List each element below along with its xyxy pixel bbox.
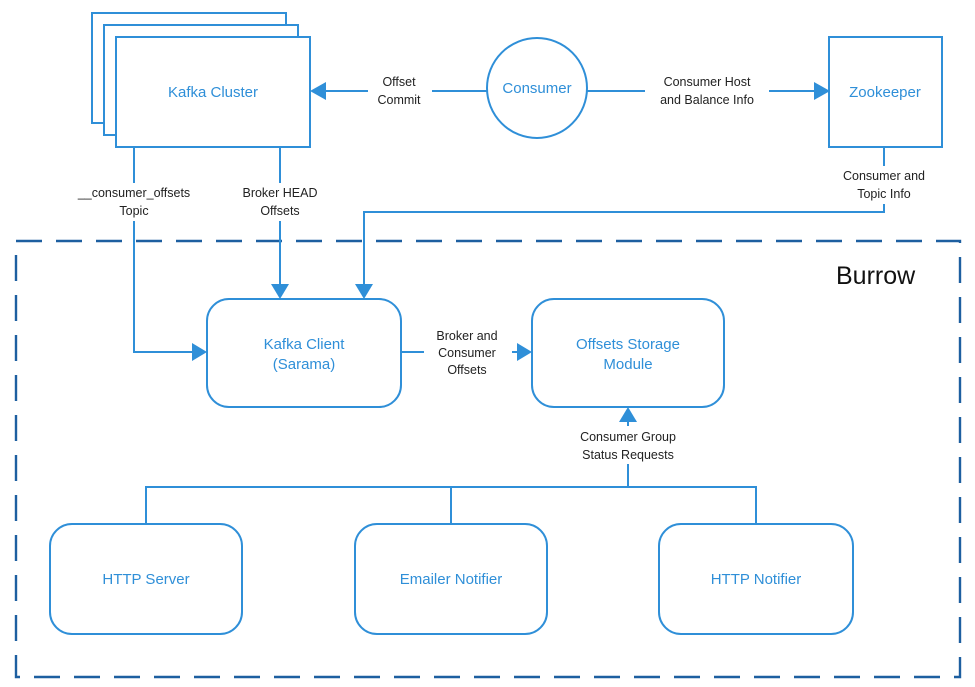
arrowhead-right-icon [192, 343, 207, 361]
arrowhead-left-icon [310, 82, 326, 100]
edge-consumer-offsets-topic: __consumer_offsets Topic [62, 147, 208, 361]
offset-commit-label-2: Commit [377, 93, 421, 107]
kafka-cluster-node: Kafka Cluster [91, 12, 311, 148]
consumer-offsets-label-1: __consumer_offsets [77, 186, 190, 200]
arrowhead-up-icon [619, 407, 637, 422]
consumer-host-label-1: Consumer Host [664, 75, 751, 89]
consumer-offsets-label-2: Topic [119, 204, 148, 218]
http-server-label: HTTP Server [102, 571, 189, 588]
edge-consumer-group-status: Consumer Group Status Requests [145, 407, 757, 524]
emailer-notifier-node: Emailer Notifier [354, 523, 548, 635]
consumer-topic-label-2: Topic Info [857, 187, 911, 201]
http-server-node: HTTP Server [49, 523, 243, 635]
zookeeper-node: Zookeeper [828, 36, 943, 148]
broker-consumer-label-1: Broker and [436, 329, 497, 343]
offset-commit-label-1: Offset [382, 75, 416, 89]
arrowhead-right-icon [814, 82, 830, 100]
kafka-client-label-1: Kafka Client [264, 336, 346, 353]
offsets-storage-node: Offsets Storage Module [531, 298, 725, 408]
kafka-client-node: Kafka Client (Sarama) [206, 298, 402, 408]
consumer-node: Consumer [486, 37, 588, 139]
edge-consumer-host: Consumer Host and Balance Info [587, 72, 830, 110]
broker-head-label-2: Offsets [260, 204, 299, 218]
broker-head-label-1: Broker HEAD [242, 186, 317, 200]
burrow-boundary [14, 239, 962, 679]
arrowhead-down-icon [355, 284, 373, 299]
kafka-cluster-label: Kafka Cluster [168, 84, 258, 101]
http-notifier-node: HTTP Notifier [658, 523, 854, 635]
edge-broker-head-offsets: Broker HEAD Offsets [230, 147, 330, 299]
http-notifier-label: HTTP Notifier [711, 571, 802, 588]
arrowhead-right-icon [517, 343, 532, 361]
edge-consumer-topic-info: Consumer and Topic Info [355, 147, 942, 299]
arrowhead-down-icon [271, 284, 289, 299]
edge-offset-commit: Offset Commit [310, 72, 487, 110]
kafka-client-label-2: (Sarama) [273, 356, 336, 373]
offsets-storage-label-2: Module [603, 356, 652, 373]
broker-consumer-label-2: Consumer [438, 346, 496, 360]
edge-broker-consumer-offsets: Broker and Consumer Offsets [401, 326, 532, 380]
offsets-storage-label-1: Offsets Storage [576, 336, 680, 353]
consumer-host-label-2: and Balance Info [660, 93, 754, 107]
consumer-label: Consumer [502, 80, 571, 97]
zookeeper-label: Zookeeper [849, 84, 921, 101]
broker-consumer-label-3: Offsets [447, 363, 486, 377]
consumer-group-label-1: Consumer Group [580, 430, 676, 444]
emailer-notifier-label: Emailer Notifier [400, 571, 503, 588]
consumer-group-label-2: Status Requests [582, 448, 674, 462]
consumer-topic-label-1: Consumer and [843, 169, 925, 183]
burrow-title: Burrow [836, 262, 916, 290]
